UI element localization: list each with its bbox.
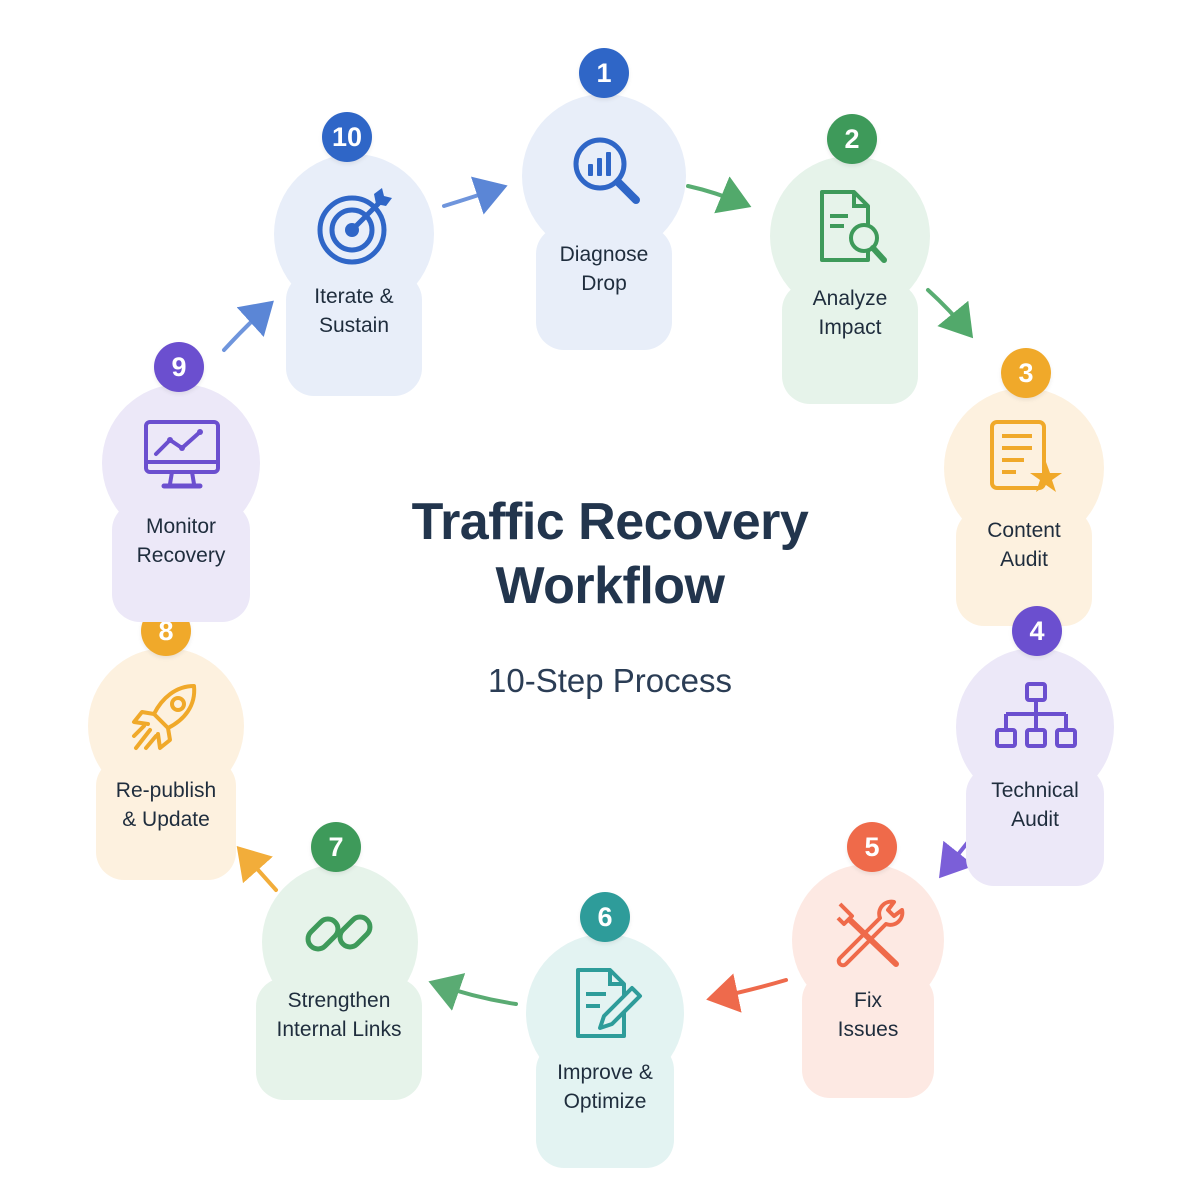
step-2-label: Analyze Impact <box>812 287 888 339</box>
document-star-icon <box>990 420 1062 492</box>
step-6-badge: 6 <box>580 892 630 942</box>
tools-icon <box>836 899 905 968</box>
step-7-badge: 7 <box>311 822 361 872</box>
step-6-label: Improve & Optimize <box>557 1061 653 1113</box>
step-10-badge: 10 <box>322 112 372 162</box>
link-icon <box>305 914 373 952</box>
arrow-9-to-10 <box>222 300 274 352</box>
document-edit-icon <box>576 968 642 1038</box>
step-9-label: Monitor Recovery <box>136 515 226 567</box>
step-10-label: Iterate & Sustain <box>314 285 394 337</box>
arrow-10-to-1 <box>442 176 508 215</box>
target-icon <box>317 188 392 265</box>
step-3-badge: 3 <box>1001 348 1051 398</box>
step-2-badge: 2 <box>827 114 877 164</box>
title-line-1: Traffic Recovery <box>411 493 809 551</box>
arrow-1-to-2 <box>686 176 752 214</box>
monitor-chart-icon <box>144 420 220 489</box>
step-9-badge: 9 <box>154 342 204 392</box>
step-1-badge: 1 <box>579 48 629 98</box>
document-search-icon <box>820 190 887 263</box>
arrow-7-to-8 <box>236 846 278 892</box>
magnifier-chart-icon <box>573 137 640 204</box>
arrow-5-to-6 <box>706 973 788 1013</box>
step-4-label: Technical Audit <box>991 779 1079 831</box>
title-line-2: Workflow <box>495 557 725 615</box>
sitemap-icon <box>995 682 1077 748</box>
step-5-badge: 5 <box>847 822 897 872</box>
step-8-label: Re-publish & Update <box>115 779 217 831</box>
step-5-label: Fix Issues <box>837 989 899 1041</box>
diagram-title: Traffic Recovery Workflow <box>350 490 870 618</box>
rocket-icon <box>132 684 197 750</box>
step-1-label: Diagnose Drop <box>559 243 649 295</box>
step-7-label: Strengthen Internal Links <box>276 989 402 1041</box>
step-3-label: Content Audit <box>987 519 1061 571</box>
step-4-badge: 4 <box>1012 606 1062 656</box>
arrow-6-to-7 <box>428 973 518 1011</box>
diagram-subtitle: 10-Step Process <box>488 662 732 699</box>
arrow-2-to-3 <box>926 288 974 339</box>
